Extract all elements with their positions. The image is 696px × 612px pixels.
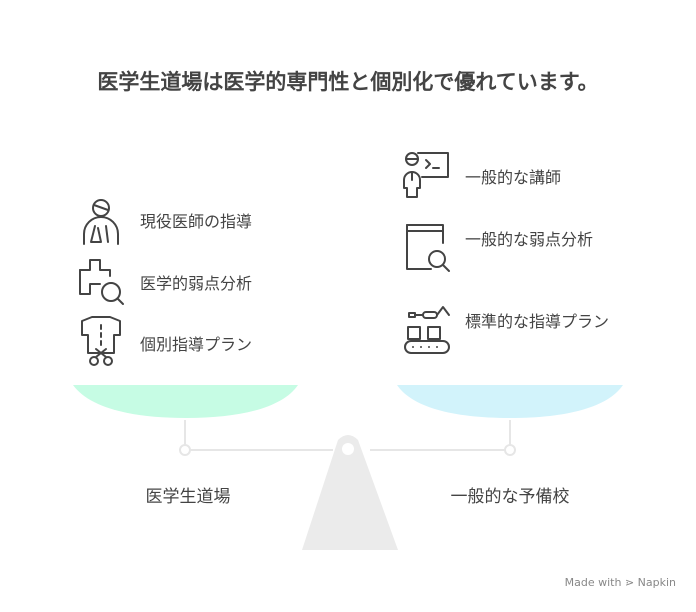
left-item-1: 現役医師の指導 bbox=[140, 212, 253, 231]
left-item-3: 個別指導プラン bbox=[140, 335, 253, 354]
right-label: 一般的な予備校 bbox=[450, 487, 570, 507]
left-label: 医学生道場 bbox=[145, 487, 231, 507]
book-search-icon bbox=[406, 224, 450, 272]
doctor-icon bbox=[83, 199, 119, 245]
left-item-2: 医学的弱点分析 bbox=[140, 274, 253, 293]
instructor-icon bbox=[403, 152, 449, 198]
right-pan bbox=[397, 385, 623, 418]
fulcrum bbox=[302, 435, 398, 550]
page-title: 医学生道場は医学的専門性と個別化で優れています。 bbox=[97, 70, 599, 94]
left-pan bbox=[73, 385, 298, 418]
footer-credit: Made with ⋗ Napkin bbox=[564, 576, 676, 589]
right-item-1: 一般的な講師 bbox=[465, 168, 562, 187]
tailoring-icon bbox=[81, 316, 121, 366]
right-item-2: 一般的な弱点分析 bbox=[465, 230, 594, 249]
left-pivot bbox=[179, 444, 191, 456]
right-pivot bbox=[504, 444, 516, 456]
right-item-3: 標準的な指導プラン bbox=[465, 312, 610, 331]
conveyor-icon bbox=[404, 306, 450, 354]
medical-search-icon bbox=[79, 259, 124, 305]
